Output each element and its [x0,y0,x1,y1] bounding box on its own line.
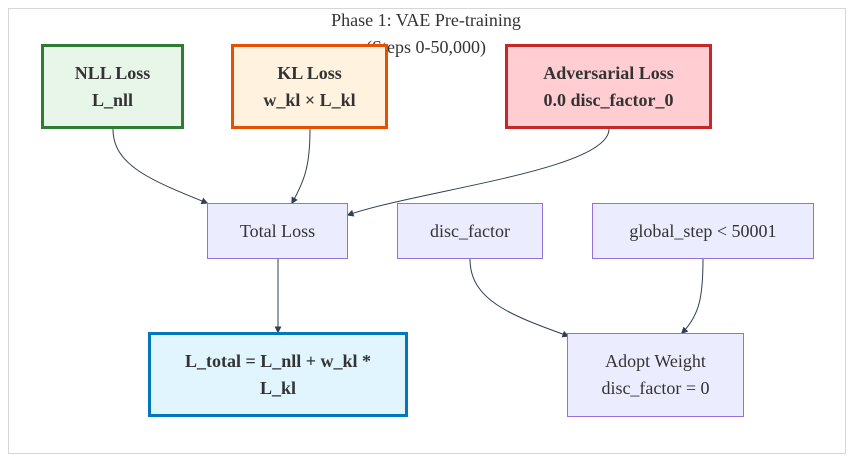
disc-factor-label: disc_factor [430,220,510,241]
total-loss-label: Total Loss [239,220,316,241]
nll-loss-title: NLL Loss [74,62,151,83]
adopt-weight-node: Adopt Weight disc_factor = 0 [567,333,744,417]
adopt-weight-title: Adopt Weight [605,351,706,371]
subgraph-title-line-2: (Steps 0-50,000) [366,37,486,57]
nll-loss-node: NLL Loss L_nll [41,44,184,129]
edge-nll-to-total [112,128,209,205]
global-step-label: global_step < 50001 [629,220,777,241]
edge-disc-to-adopt [469,258,570,338]
kl-loss-title: KL Loss [277,62,342,83]
nll-loss-formula: L_nll [91,89,134,110]
adopt-weight-value: disc_factor = 0 [601,378,710,398]
l-total-node: L_total = L_nll + w_kl * L_kl [148,332,408,417]
l-total-formula-line-1: L_total = L_nll + w_kl * [184,350,372,371]
kl-loss-node: KL Loss w_kl × L_kl [231,44,388,129]
edge-step-to-adopt [681,258,704,334]
adversarial-loss-formula: 0.0 disc_factor_0 [543,89,674,110]
edge-kl-to-total [291,128,311,205]
adversarial-loss-node: Adversarial Loss 0.0 disc_factor_0 [505,44,712,129]
adversarial-loss-title: Adversarial Loss [543,62,674,83]
total-loss-node: Total Loss [207,203,348,259]
kl-loss-formula: w_kl × L_kl [263,89,356,110]
subgraph-title-line-1: Phase 1: VAE Pre-training [331,10,521,30]
l-total-formula-line-2: L_kl [259,377,297,398]
edge-adv-to-total [346,128,610,217]
global-step-node: global_step < 50001 [592,203,814,259]
disc-factor-node: disc_factor [397,203,543,259]
subgraph-frame [8,8,846,454]
